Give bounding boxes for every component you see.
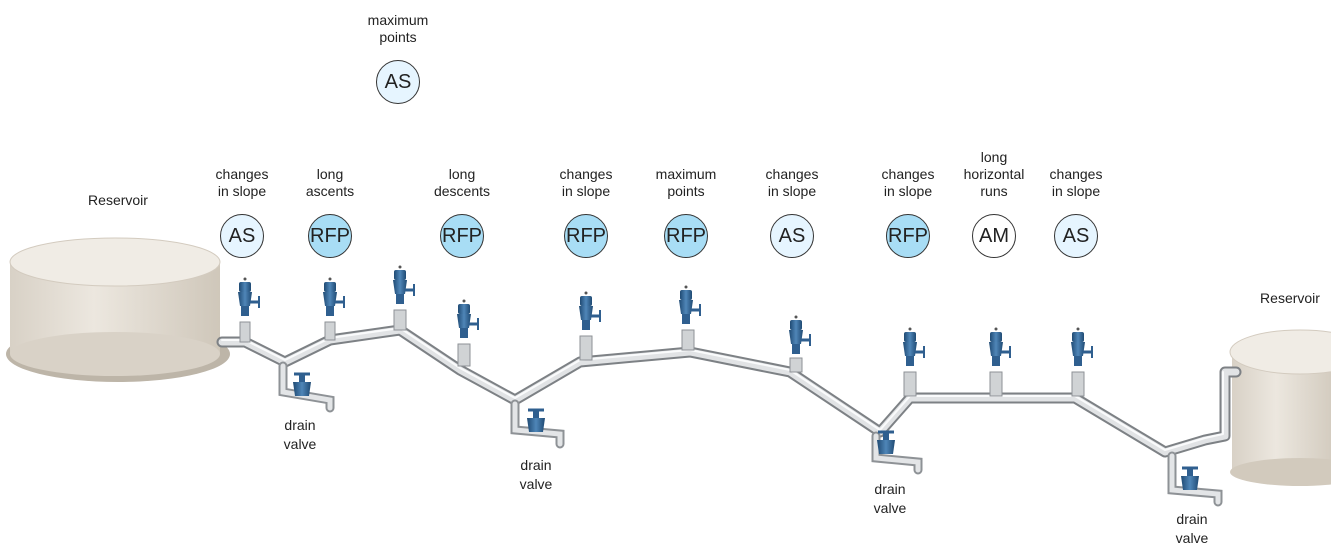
feature-label-top: maximum points [367,12,429,45]
air-valve-icon [1071,327,1093,366]
air-valve-icon [393,265,415,304]
air-valve-icon [457,299,479,338]
feature-badge: AS [1054,214,1098,258]
drain-label: drain valve [283,417,317,452]
feature-badge-top: AS [376,60,420,104]
feature-label: maximum points [655,166,717,199]
drain-label: drain valve [1175,511,1209,546]
feature-badge: RFP [664,214,708,258]
feature-badge: AS [220,214,264,258]
drain-valve-icon [877,430,895,454]
feature-label: long ascents [305,166,355,199]
drain-label: drain valve [519,457,553,492]
feature-badge: AS [770,214,814,258]
drain-valve-icon [293,372,311,396]
air-valve-icon [789,315,811,354]
feature-label: changes in slope [1049,166,1103,199]
air-valve-icon [989,327,1011,366]
air-valve-icon [903,327,925,366]
reservoir-label-right: Reservoir [1260,290,1320,306]
feature-label: changes in slope [765,166,819,199]
reservoir-right [1229,329,1331,486]
air-valves [238,265,1093,366]
air-valve-icon [323,277,345,316]
feature-badge: AM [972,214,1016,258]
feature-label: changes in slope [559,166,613,199]
feature-badge: RFP [886,214,930,258]
feature-label: long horizontal runs [963,149,1025,199]
air-valve-icon [679,285,701,324]
feature-label: changes in slope [215,166,269,199]
feature-badge: RFP [564,214,608,258]
reservoir-label-left: Reservoir [88,192,148,208]
feature-badge: RFP [440,214,484,258]
feature-badge: RFP [308,214,352,258]
drain-valve-icon [527,408,545,432]
feature-label: long descents [433,166,491,199]
drain-label: drain valve [873,481,907,516]
drain-valve-icon [1181,466,1199,490]
reservoir-left [6,237,230,382]
air-valve-icon [579,291,601,330]
feature-label: changes in slope [881,166,935,199]
drain-valves [293,372,1199,490]
air-valve-icon [238,277,260,316]
